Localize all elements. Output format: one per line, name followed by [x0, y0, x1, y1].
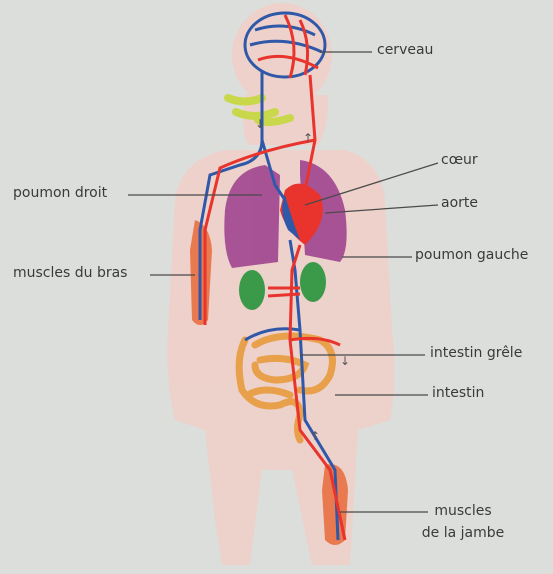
svg-text:↑: ↑	[303, 131, 313, 145]
label-coeur: cœur	[441, 152, 478, 169]
label-cerveau: cerveau	[377, 42, 433, 59]
label-intestin-grele: intestin grêle	[430, 345, 522, 362]
label-aorte: aorte	[441, 195, 478, 212]
svg-text:↓: ↓	[340, 354, 350, 368]
svg-text:↑: ↑	[310, 429, 320, 443]
label-muscles-jambe-line2: de la jambe	[408, 522, 518, 544]
label-poumon-gauche: poumon gauche	[415, 247, 528, 264]
label-muscles-jambe-line1: muscles	[408, 500, 518, 522]
label-muscles-jambe: muscles de la jambe	[408, 500, 518, 544]
label-poumon-droit: poumon droit	[13, 185, 107, 202]
label-intestin: intestin	[432, 385, 484, 402]
label-muscles-bras: muscles du bras	[13, 265, 127, 282]
svg-text:↓: ↓	[255, 117, 265, 131]
